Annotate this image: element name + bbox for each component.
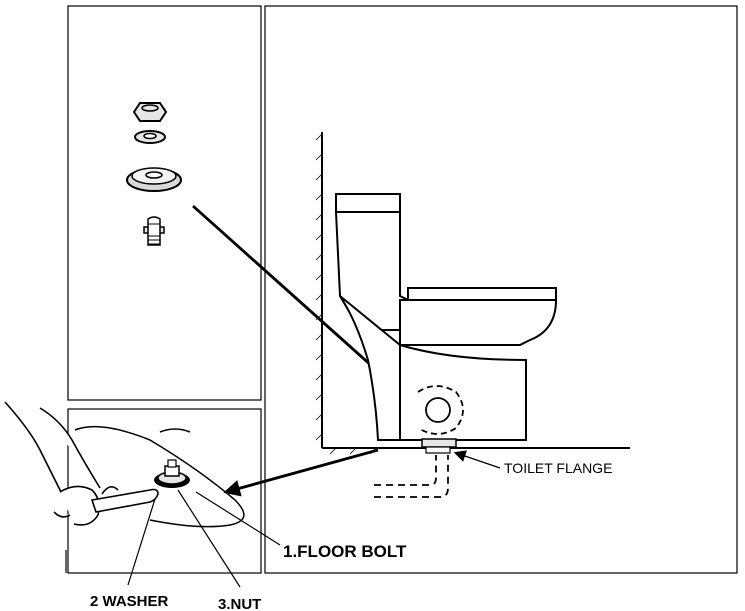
flange-icon xyxy=(421,438,457,454)
nut-leader xyxy=(177,489,241,588)
small-washer-icon xyxy=(134,130,166,144)
drain-pipe xyxy=(374,455,449,498)
toilet-panel: TOILET FLANGE xyxy=(264,5,738,574)
installed-bolt-icon xyxy=(154,459,190,488)
washer-leader xyxy=(127,498,156,586)
flange-arrow xyxy=(223,448,379,497)
floor-bolt-label: 1.FLOOR BOLT xyxy=(283,542,407,561)
wall-hatching xyxy=(315,133,323,441)
toilet-panel-frame xyxy=(264,5,738,574)
floor-bolt-leader xyxy=(195,491,281,546)
toilet-flange-leader xyxy=(453,450,501,469)
nut-label: 3.NUT xyxy=(218,596,261,611)
outlet-icon xyxy=(417,385,464,435)
nut-icon xyxy=(132,102,168,122)
hardware-panel-frame xyxy=(67,5,262,401)
floor-surface xyxy=(74,425,245,528)
washer-label: 2 WASHER xyxy=(90,593,169,610)
bolt-icon xyxy=(143,216,165,246)
toilet-flange-label: TOILET FLANGE xyxy=(504,460,612,476)
hand-wrench-icon xyxy=(4,401,159,526)
installation-panel xyxy=(4,401,379,588)
large-washer-icon xyxy=(126,167,182,192)
toilet-icon xyxy=(334,193,558,441)
